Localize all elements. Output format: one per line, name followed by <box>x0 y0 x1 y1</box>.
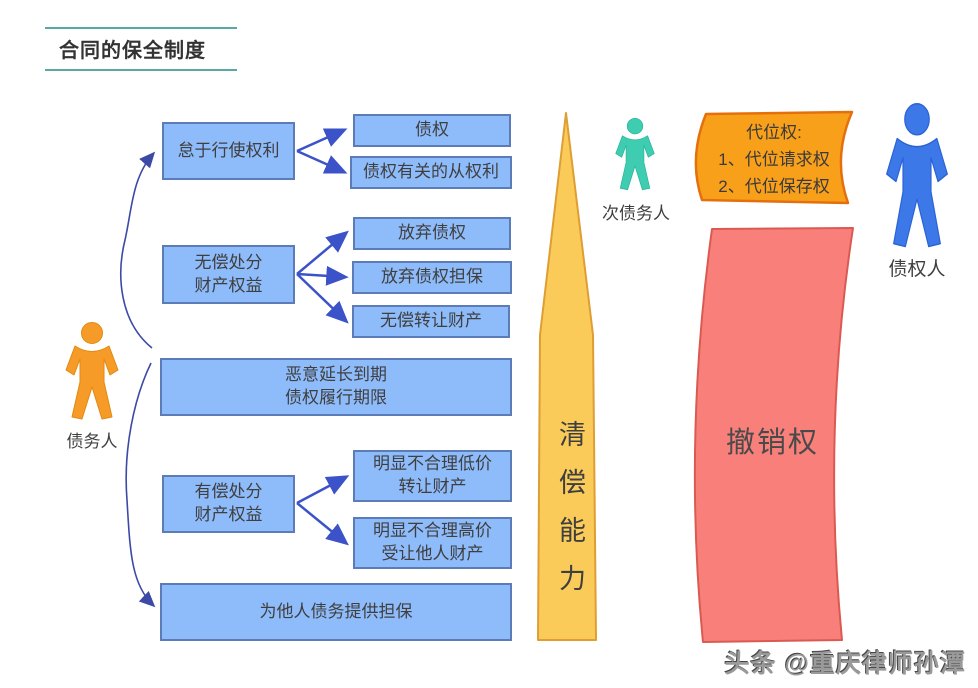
sub-debtor-label: 次债务人 <box>602 204 670 223</box>
debtor-figure <box>62 322 122 422</box>
revocation-wave-shape <box>693 227 854 643</box>
watermark: 头条 @重庆律师孙潭 <box>724 650 966 678</box>
box-idle-rights: 怠于行使权利 <box>162 122 295 180</box>
box-waive-claim: 放弃债权 <box>353 217 511 250</box>
box-malicious-extension: 恶意延长到期 债权履行期限 <box>160 358 512 416</box>
box-low-price-transfer: 明显不合理低价 转让财产 <box>353 450 512 502</box>
arrow-gratuitous-to-waive <box>296 230 349 275</box>
connector-debtor-to-idle <box>120 151 156 349</box>
box-high-price-acquire: 明显不合理高价 受让他人财产 <box>353 517 512 569</box>
box-claim: 债权 <box>353 114 511 147</box>
debtor-label: 债务人 <box>66 432 118 451</box>
person-icon <box>615 118 655 191</box>
title-block: 合同的保全制度 <box>45 27 237 71</box>
arrow-paid-to-low-price <box>296 475 350 505</box>
subrogation-item-2: 2、代位保存权 <box>718 177 830 197</box>
capacity-blade-shape <box>537 112 597 641</box>
arrow-idle-to-accessory <box>296 149 348 174</box>
subrogation-title: 代位权: <box>746 123 802 142</box>
sub-debtor-figure <box>612 118 658 192</box>
arrow-idle-to-claim <box>296 128 348 153</box>
arrow-gratuitous-to-transfer-free <box>296 273 349 324</box>
capacity-label: 清偿能力 <box>555 420 585 612</box>
subrogation-text: 代位权: 1、代位请求权 2、代位保存权 <box>696 119 852 201</box>
creditor-label: 债权人 <box>888 259 946 280</box>
person-icon <box>65 322 119 420</box>
creditor-figure <box>882 103 952 251</box>
box-transfer-property-free: 无偿转让财产 <box>352 305 510 338</box>
connector-debtor-to-guarantee <box>125 362 156 608</box>
page-title: 合同的保全制度 <box>59 40 206 62</box>
revocation-label: 撤销权 <box>726 427 820 459</box>
box-waive-claim-guarantee: 放弃债权担保 <box>352 261 512 294</box>
subrogation-wave-shape <box>694 110 854 205</box>
arrow-gratuitous-to-waive-guarantee <box>296 265 349 286</box>
box-gratuitous-disposal: 无偿处分 财产权益 <box>162 245 295 304</box>
subrogation-item-1: 1、代位请求权 <box>718 150 830 170</box>
person-icon <box>886 103 948 248</box>
box-guarantee-for-others: 为他人债务提供担保 <box>160 583 512 641</box>
box-accessory-rights: 债权有关的从权利 <box>350 156 512 189</box>
arrow-paid-to-high-price <box>296 502 349 546</box>
box-paid-disposal: 有偿处分 财产权益 <box>162 475 295 533</box>
